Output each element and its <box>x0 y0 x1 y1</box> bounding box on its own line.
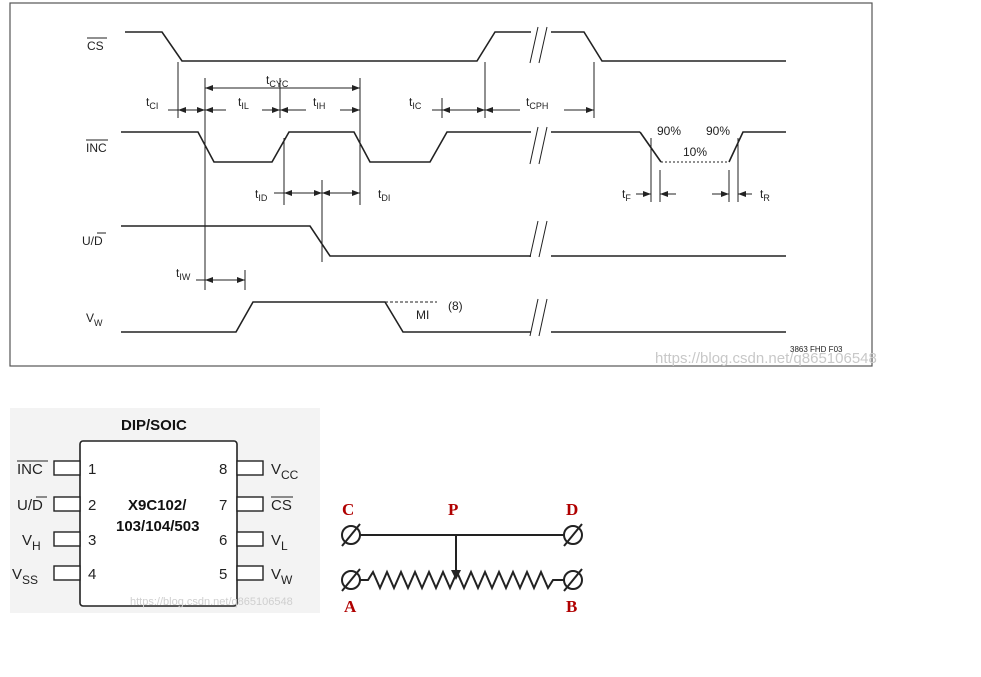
vw-break-mark <box>529 298 548 337</box>
terminal-a <box>341 568 361 592</box>
part-number-line1: X9C102/ <box>128 497 187 514</box>
pinout-title: DIP/SOIC <box>121 417 187 434</box>
pin-5-name: VW <box>271 566 293 587</box>
terminal-a-label: A <box>344 597 357 616</box>
pin-8-num: 8 <box>219 461 227 478</box>
inc-rise-edge <box>728 131 786 163</box>
pin-4-name: VSS <box>12 566 38 587</box>
wiper-p-label: P <box>448 500 458 519</box>
t-il-dimension: tIL <box>205 95 280 113</box>
terminal-b-label: B <box>566 597 577 616</box>
pin-8-name: VCC <box>271 461 299 482</box>
timing-frame <box>9 2 873 367</box>
t-ic-dimension: tIC <box>409 95 485 113</box>
t-di-dimension: tDI <box>322 187 390 203</box>
timing-diagram: CS INC U/D VW <box>9 2 873 367</box>
cs-waveform-cont <box>551 31 786 62</box>
svg-text:tIH: tIH <box>313 95 325 111</box>
svg-text:tIW: tIW <box>176 266 191 282</box>
pin-3-name: VH <box>22 532 41 553</box>
note-label: (8) <box>448 299 463 313</box>
t-ih-dimension: tIH <box>280 95 360 113</box>
svg-text:tCYC: tCYC <box>266 73 289 89</box>
t-r-dimension: tR <box>712 187 770 203</box>
ic-body <box>79 440 238 607</box>
inc-label: INC <box>86 141 107 155</box>
t-iw-dimension: tIW <box>176 266 245 283</box>
pin-2-name: U/D <box>17 497 43 514</box>
pin-7-name: CS <box>271 497 292 514</box>
ud-break-mark <box>529 220 548 258</box>
svg-text:tDI: tDI <box>378 187 390 203</box>
svg-text:tR: tR <box>760 187 770 203</box>
ud-label: U/D <box>82 234 103 248</box>
inc-waveform <box>121 131 531 163</box>
timing-watermark: https://blog.csdn.net/q865106548 <box>655 350 877 367</box>
pct-90-right: 90% <box>706 124 730 138</box>
pin-4-num: 4 <box>88 566 96 583</box>
pin-1-num: 1 <box>88 461 96 478</box>
terminal-d-label: D <box>566 500 578 519</box>
t-cph-dimension: tCPH <box>485 95 594 113</box>
pin-7-num: 7 <box>219 497 227 514</box>
cs-waveform <box>125 31 531 62</box>
potentiometer-schematic: C P D A B <box>341 500 583 616</box>
t-id-dimension: tID <box>255 187 322 203</box>
pin-1-name: INC <box>17 461 43 478</box>
terminal-d <box>563 523 583 547</box>
svg-text:tIL: tIL <box>238 95 249 111</box>
pin-5-num: 5 <box>219 566 227 583</box>
part-number-line2: 103/104/503 <box>116 518 199 535</box>
t-f-dimension: tF <box>622 187 676 203</box>
svg-text:tCI: tCI <box>146 95 158 111</box>
figure-id: 3863 FHD F03 <box>790 345 843 354</box>
pin-6-num: 6 <box>219 532 227 549</box>
pinout-watermark: https://blog.csdn.net/q865106548 <box>130 596 293 608</box>
svg-text:tCPH: tCPH <box>526 95 548 111</box>
mi-label: MI <box>416 308 429 322</box>
right-pins: 8 7 6 5 VCC CS VL VW <box>219 460 299 587</box>
cs-break-mark <box>529 26 548 64</box>
ud-waveform <box>121 225 531 257</box>
terminal-c <box>341 523 361 547</box>
inc-break-mark <box>529 126 548 165</box>
left-pins: 1 2 3 4 INC U/D VH VSS <box>12 460 96 587</box>
pinout-diagram: DIP/SOIC X9C102/ 103/104/503 1 2 3 4 INC… <box>10 408 320 613</box>
resistor-zigzag <box>360 569 564 591</box>
t-cyc-dimension: tCYC <box>205 73 360 91</box>
terminal-c-label: C <box>342 500 354 519</box>
vw-waveform <box>121 301 531 333</box>
svg-text:tIC: tIC <box>409 95 422 111</box>
vw-label: VW <box>86 311 103 328</box>
reference-lines <box>177 62 739 290</box>
pin-2-num: 2 <box>88 497 96 514</box>
pin-3-num: 3 <box>88 532 96 549</box>
pct-10: 10% <box>683 145 707 159</box>
pct-90-left: 90% <box>657 124 681 138</box>
svg-text:tID: tID <box>255 187 268 203</box>
svg-text:tF: tF <box>622 187 631 203</box>
cs-label: CS <box>87 39 104 53</box>
t-ci-dimension: tCI <box>146 95 205 113</box>
terminal-b <box>563 568 583 592</box>
pin-6-name: VL <box>271 532 288 553</box>
